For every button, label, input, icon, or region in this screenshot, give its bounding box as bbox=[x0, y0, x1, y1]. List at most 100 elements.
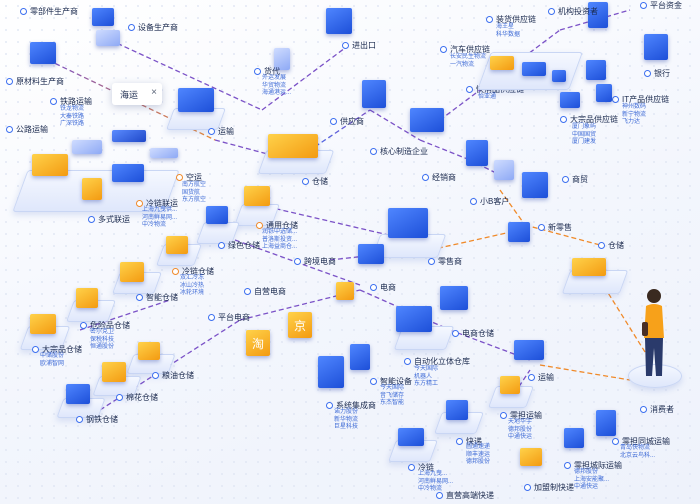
node-wh-right[interactable]: 仓储 bbox=[598, 240, 624, 251]
node-bank[interactable]: 银行 bbox=[644, 68, 670, 79]
delivery-truck-icon bbox=[514, 340, 544, 360]
node-cold-d[interactable]: 冷链 bbox=[408, 462, 434, 473]
sub-express: 圆通速递顺丰速运德邦股份 bbox=[466, 444, 491, 465]
integrator-building-icon bbox=[318, 356, 344, 388]
box-icon bbox=[552, 70, 566, 82]
node-coldchain[interactable]: 冷链联运 bbox=[136, 198, 178, 209]
node-green-wh[interactable]: 绿色仓储 bbox=[218, 240, 260, 251]
small-building-icon bbox=[494, 160, 514, 180]
node-sys-integrator[interactable]: 系统集成商 bbox=[326, 400, 376, 411]
platform-tile-jd[interactable]: 京 bbox=[288, 312, 312, 338]
sub-auto-wh: 今天国际机器人东方精工 bbox=[414, 366, 439, 387]
node-steel-wh[interactable]: 钢铁仓储 bbox=[76, 414, 118, 425]
node-cold-wh[interactable]: 冷链仓储 bbox=[172, 266, 214, 277]
green-wh-icon bbox=[206, 206, 228, 224]
smart-wh-icon bbox=[120, 262, 144, 282]
cold-truck-icon bbox=[112, 164, 144, 182]
truck-icon bbox=[178, 88, 214, 112]
car-icon-2 bbox=[522, 62, 546, 76]
node-airway[interactable]: 空运 bbox=[176, 172, 202, 183]
node-core[interactable]: 核心制造企业 bbox=[370, 146, 428, 157]
node-ecom[interactable]: 电商 bbox=[370, 282, 396, 293]
cold-truck-icon-2 bbox=[398, 428, 424, 446]
label-parts: 零部件生产商 bbox=[30, 7, 78, 16]
node-retailer[interactable]: 零售商 bbox=[428, 256, 462, 267]
node-financial[interactable]: 机构投资者 bbox=[548, 6, 598, 17]
airplane-icon bbox=[150, 148, 178, 158]
node-consumer[interactable]: 消费者 bbox=[640, 404, 674, 415]
node-trade[interactable]: 商贸 bbox=[562, 174, 588, 185]
phone-icon bbox=[586, 60, 606, 80]
it-device-icon bbox=[596, 84, 612, 102]
node-multimodal[interactable]: 多式联运 bbox=[88, 214, 130, 225]
node-mid-express[interactable]: 直营高端快递 bbox=[436, 490, 494, 501]
node-cotton-wh[interactable]: 棉花仓储 bbox=[116, 392, 158, 403]
steel-icon bbox=[66, 384, 90, 404]
node-bulk-wh[interactable]: 大宗品仓储 bbox=[32, 344, 82, 355]
sub-general-wh: 润铄中选储...普洛斯投资...上海益商仓... bbox=[262, 229, 298, 250]
node-distributor[interactable]: 经销商 bbox=[422, 172, 456, 183]
trade-building-icon bbox=[522, 172, 548, 198]
node-railway[interactable]: 铁路运输 bbox=[50, 96, 92, 107]
container-icon bbox=[326, 8, 352, 34]
node-newretail[interactable]: 新零售 bbox=[538, 222, 572, 233]
node-city-ld[interactable]: 零担城际运输 bbox=[564, 460, 622, 471]
zero-load-icon bbox=[500, 376, 520, 394]
node-hazard-wh[interactable]: 危险品仓储 bbox=[80, 320, 130, 331]
node-importexport[interactable]: 进出口 bbox=[342, 40, 376, 51]
sub-zero-load: 天地华宇德邦股份中通快运 bbox=[508, 419, 533, 440]
link-warehouse-supplier bbox=[294, 109, 371, 161]
close-icon[interactable]: × bbox=[151, 87, 157, 98]
node-zero-load[interactable]: 零担运输 bbox=[500, 410, 542, 421]
truck-icon bbox=[32, 154, 68, 176]
node-delivery[interactable]: 运输 bbox=[528, 372, 554, 383]
express-icon bbox=[446, 400, 468, 420]
consumer-platform bbox=[628, 364, 682, 388]
node-ecom-wh[interactable]: 电商仓储 bbox=[452, 328, 494, 339]
node-smart-wh[interactable]: 智能仓储 bbox=[136, 292, 178, 303]
grain-icon bbox=[138, 342, 160, 360]
sub-auto-chain: 长安民生物流一汽物流 bbox=[450, 54, 487, 68]
node-general-wh[interactable]: 通用仓储 bbox=[256, 220, 298, 231]
sub-coldchain: 上海九曳供...河南鲜易网...中冷物流 bbox=[142, 207, 178, 228]
sub-bulk-wh: 中储股份欧浦智网 bbox=[40, 353, 65, 367]
sub-city-ld: 德邦股份上海安能聚...中通快运 bbox=[574, 469, 610, 490]
node-smallb[interactable]: 小B客户 bbox=[470, 196, 509, 207]
node-it-chain[interactable]: IT产品供应链 bbox=[612, 94, 669, 105]
node-crossborder[interactable]: 跨境电商 bbox=[294, 256, 336, 267]
node-supplier[interactable]: 供应商 bbox=[330, 116, 364, 127]
city-building-icon bbox=[596, 410, 616, 436]
node-bulk-chain[interactable]: 大宗品供应链 bbox=[560, 114, 618, 125]
sub-bulk-chain: 厦门象屿中国国贸厦门建发 bbox=[572, 124, 597, 145]
retail-store-icon bbox=[388, 208, 428, 238]
node-franchise[interactable]: 加盟制快递 bbox=[524, 482, 574, 493]
factory-icon bbox=[92, 8, 114, 26]
node-platform-capital[interactable]: 平台资金 bbox=[640, 0, 682, 11]
tooltip-popup: 海运 × bbox=[112, 83, 162, 105]
label-equipment: 设备生产商 bbox=[138, 23, 178, 32]
node-selfecom[interactable]: 自营电商 bbox=[244, 286, 286, 297]
node-auto-wh[interactable]: 自动化立体仓库 bbox=[404, 356, 470, 367]
car-icon bbox=[490, 56, 514, 70]
popup-title: 海运 bbox=[120, 89, 139, 100]
node-smart-eq[interactable]: 智能设备 bbox=[370, 376, 412, 387]
shopping-basket-icon bbox=[508, 222, 530, 242]
node-warehouse[interactable]: 仓储 bbox=[302, 176, 328, 187]
node-grain-wh[interactable]: 粮油仓储 bbox=[152, 370, 194, 381]
node-auto-chain[interactable]: 汽车供应链 bbox=[440, 44, 490, 55]
train-icon bbox=[72, 140, 102, 154]
sub-sys-integrator: 诺力股份新华物流巨星科技 bbox=[334, 409, 359, 430]
node-express[interactable]: 快递 bbox=[456, 436, 482, 447]
intercity-icon bbox=[564, 428, 584, 448]
platform-tile-taobao[interactable]: 淘 bbox=[246, 330, 270, 356]
node-same-city[interactable]: 零担同城运输 bbox=[612, 436, 670, 447]
material-block-icon bbox=[30, 42, 56, 64]
node-transport[interactable]: 运输 bbox=[208, 126, 234, 137]
node-freight[interactable]: 货代 bbox=[254, 66, 280, 77]
node-platform[interactable]: 平台电商 bbox=[208, 312, 250, 323]
sub-same-city: 青岛快物流北京云鸟科... bbox=[620, 445, 656, 459]
warehouse-icon bbox=[244, 186, 270, 206]
node-road[interactable]: 公路运输 bbox=[6, 124, 48, 135]
person-icon bbox=[642, 289, 664, 376]
node-equip-chain[interactable]: 装货供应链 bbox=[486, 14, 536, 25]
